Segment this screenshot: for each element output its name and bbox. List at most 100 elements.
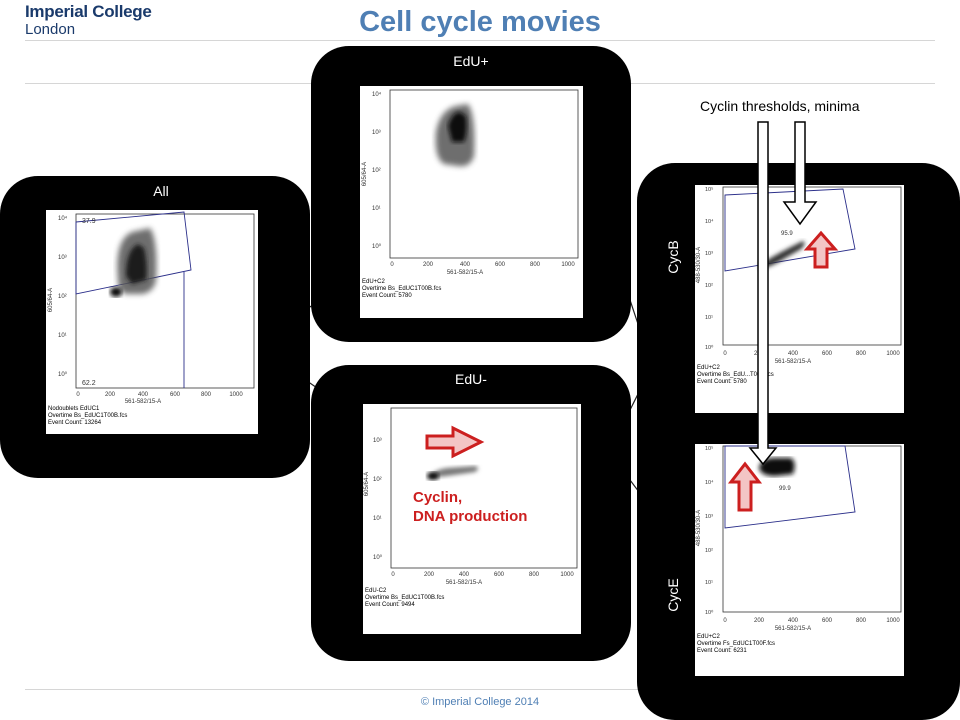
y-tick: 10³	[705, 514, 713, 520]
plot-edu-pos-frame	[389, 89, 579, 259]
meta-line: Overtime Bs_EdUC1T00B.fcs	[362, 286, 442, 292]
plot-cyce: 99.9 10⁵ 10⁴ 10³ 10² 10¹ 10⁰ 0 200 400 6…	[695, 444, 904, 676]
x-tick: 200	[424, 572, 435, 578]
y-tick: 10⁴	[372, 91, 382, 98]
annotation-line: DNA production	[413, 508, 528, 525]
plot-all-gate-upper	[75, 211, 192, 295]
plot-edu-pos-density-core	[448, 112, 467, 142]
y-tick: 10²	[58, 294, 67, 300]
y-tick: 10⁵	[705, 186, 713, 193]
x-tick: 400	[460, 262, 471, 268]
y-tick: 10¹	[705, 315, 713, 321]
x-tick: 800	[201, 392, 212, 398]
plot-all: 37.9 62.2 10⁴ 10³ 10² 10¹ 10⁰ 0 200 400 …	[46, 210, 258, 434]
logo-line2: London	[25, 21, 76, 38]
x-tick: 800	[856, 618, 867, 624]
x-axis-label: 561-582/15-A	[125, 399, 161, 405]
plot-cyce-svg: 99.9 10⁵ 10⁴ 10³ 10² 10¹ 10⁰ 0 200 400 6…	[696, 445, 902, 632]
plot-edu-neg: 10³ 10² 10¹ 10⁰ 0 200 400 600 800 1000 5…	[363, 404, 581, 634]
y-tick: 10⁰	[373, 554, 383, 561]
x-tick: 600	[170, 392, 181, 398]
meta-line: Event Count: 6231	[697, 648, 747, 654]
y-tick: 10²	[705, 283, 713, 289]
x-tick: 0	[390, 262, 394, 268]
cyclin-dna-annotation: Cyclin, DNA production	[413, 488, 527, 526]
plot-edu-neg-density	[429, 466, 478, 478]
panel-edu-neg-label: EdU-	[455, 371, 487, 387]
x-ticks: 0 200 400 600 800 1000	[391, 572, 574, 578]
meta-line: Overtime Bs_EdU...T00B.fcs	[697, 372, 774, 378]
y-axis-label: 605/64-A	[362, 162, 368, 186]
y-tick: 10⁴	[705, 218, 714, 225]
meta-line: EdU+C2	[362, 279, 385, 285]
plot-all-density-low	[110, 287, 122, 297]
x-tick: 400	[459, 572, 470, 578]
meta-line: EdU+C2	[697, 365, 720, 371]
red-arrow-up-icon	[803, 230, 839, 269]
x-tick: 400	[138, 392, 149, 398]
y-tick: 10¹	[373, 516, 382, 522]
gate-value-lower: 62.2	[82, 380, 96, 387]
y-tick: 10²	[372, 168, 381, 174]
x-tick: 400	[788, 351, 799, 357]
panel-all: All 37.9 62.2 10⁴ 10³ 10² 10¹	[0, 176, 310, 478]
plot-edu-pos: 10⁴ 10³ 10² 10¹ 10⁰ 0 200 400 600 800 10…	[360, 86, 583, 318]
footer-rule	[25, 689, 935, 690]
y-ticks: 10⁵ 10⁴ 10³ 10² 10¹ 10⁰	[705, 445, 714, 616]
annotation-line: Cyclin,	[413, 489, 463, 506]
logo-line1: Imperial College	[25, 2, 152, 21]
white-arrow-down-icon	[748, 121, 778, 466]
plot-edu-neg-frame	[390, 407, 578, 569]
x-axis-label: 561-582/15-A	[775, 359, 811, 365]
x-tick: 200	[423, 262, 434, 268]
plot-cycb-density	[759, 241, 805, 269]
x-ticks: 0 200 400 600 800 1000	[723, 618, 900, 624]
x-ticks: 0 200 400 600 800 1000	[76, 392, 243, 398]
plot-cycb-svg: 95.9 10⁵ 10⁴ 10³ 10² 10¹ 10⁰ 0 200 400 6…	[696, 186, 902, 365]
plot-all-meta: Nodoublets EdUC1 Overtime Bs_EdUC1T00B.f…	[48, 406, 127, 427]
y-axis-label: 488-530/30-A	[696, 247, 702, 283]
y-tick: 10²	[373, 477, 382, 483]
gate-value: 99.9	[779, 486, 791, 492]
x-tick: 800	[856, 351, 867, 357]
meta-line: Overtime Bs_EdUC1T00B.fcs	[48, 413, 128, 419]
plot-cycb-meta: EdU+C2 Overtime Bs_EdU...T00B.fcs Event …	[697, 365, 774, 386]
panel-edu-neg: EdU- 10³ 10² 10¹ 10⁰ 0 200 400	[311, 365, 631, 661]
footer-copyright: © Imperial College 2014	[420, 696, 540, 708]
y-ticks: 10⁵ 10⁴ 10³ 10² 10¹ 10⁰	[705, 186, 714, 351]
header-rule	[25, 40, 935, 41]
x-tick: 800	[529, 572, 540, 578]
cyclin-thresholds-annotation: Cyclin thresholds, minima	[700, 98, 860, 114]
slide-title: Cell cycle movies	[359, 6, 601, 38]
y-axis-label: 605/64-A	[364, 472, 370, 496]
x-axis-label: 561-582/15-A	[446, 580, 482, 586]
plot-edu-pos-meta: EdU+C2 Overtime Bs_EdUC1T00B.fcs Event C…	[362, 279, 441, 300]
x-tick: 1000	[886, 351, 900, 357]
y-tick: 10¹	[705, 580, 713, 586]
meta-line: EdU+C2	[697, 634, 720, 640]
y-tick: 10⁰	[58, 371, 68, 378]
y-tick: 10¹	[372, 206, 381, 212]
y-tick: 10⁰	[372, 243, 382, 250]
panel-all-label: All	[153, 183, 169, 199]
plot-edu-neg-density-core	[427, 472, 439, 480]
y-ticks: 10⁴ 10³ 10² 10¹ 10⁰	[58, 215, 68, 378]
meta-line: Event Count: 9494	[365, 602, 415, 608]
red-arrow-right-icon	[425, 425, 485, 459]
plot-cycb-frame	[722, 186, 902, 346]
x-tick: 1000	[560, 572, 574, 578]
plot-all-svg: 37.9 62.2 10⁴ 10³ 10² 10¹ 10⁰ 0 200 400 …	[48, 211, 255, 405]
panel-edu-pos-label: EdU+	[453, 53, 489, 69]
white-arrow-down-icon	[782, 121, 818, 226]
gate-value: 95.9	[781, 231, 793, 237]
meta-line: Nodoublets EdUC1	[48, 406, 100, 412]
y-tick: 10³	[58, 255, 67, 261]
x-tick: 600	[822, 351, 833, 357]
x-tick: 200	[105, 392, 116, 398]
plot-edu-neg-svg: 10³ 10² 10¹ 10⁰ 0 200 400 600 800 1000 5…	[364, 407, 578, 586]
meta-line: Overtime Fs_EdUC1T00F.fcs	[697, 641, 776, 647]
meta-line: Event Count: 5780	[697, 379, 747, 385]
x-axis-label: 561-582/15-A	[447, 270, 483, 276]
plot-edu-pos-svg: 10⁴ 10³ 10² 10¹ 10⁰ 0 200 400 600 800 10…	[362, 89, 579, 276]
